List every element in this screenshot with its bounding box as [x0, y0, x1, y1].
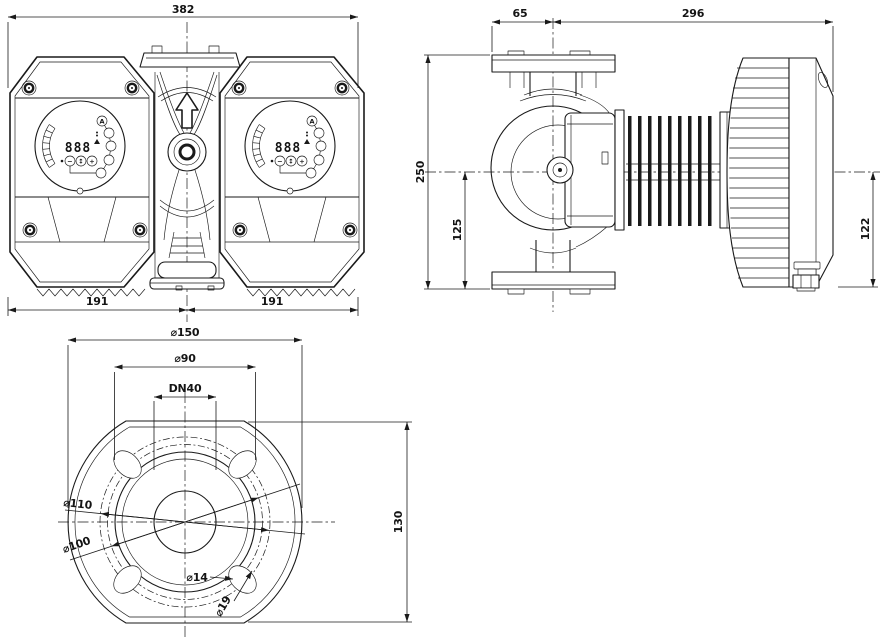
- dim-nominal-diameter: DN40: [153, 382, 217, 470]
- dim-flange-outer-diameter: ⌀150: [67, 326, 303, 508]
- flange-view: ⌀150 ⌀90 DN40 ⌀110 ⌀100 ⌀14: [58, 326, 412, 640]
- svg-text:122: 122: [859, 218, 872, 240]
- side-view: 65 296 250 125 122: [414, 7, 880, 312]
- pump-head-right: [218, 55, 366, 298]
- bolt-holes: [113, 450, 257, 594]
- svg-text:⌀14: ⌀14: [186, 571, 208, 584]
- dim-front-total-width: 382: [7, 3, 359, 88]
- pump-volute: [490, 72, 616, 272]
- discharge-flange-bottom: [491, 271, 616, 295]
- top-bracket: [139, 45, 241, 68]
- stator-housing: [546, 109, 625, 231]
- svg-text:DN40: DN40: [169, 382, 202, 395]
- front-view: 382 191 191: [7, 3, 366, 322]
- dim-side-box-height: 122: [838, 172, 878, 288]
- dim-side-total-height: 250: [414, 54, 490, 290]
- vent-plug: [167, 132, 207, 172]
- svg-text:130: 130: [392, 510, 405, 533]
- svg-text:191: 191: [261, 295, 283, 308]
- svg-text:125: 125: [451, 219, 464, 241]
- dim-side-axis-to-bottom: 125: [451, 172, 468, 289]
- center-housing: [149, 71, 225, 291]
- svg-text:⌀90: ⌀90: [174, 352, 196, 365]
- dim-front-head-widths: 191 191: [7, 295, 359, 316]
- svg-text:296: 296: [682, 7, 705, 20]
- dim-bolt-circle-110: ⌀110: [63, 496, 306, 535]
- svg-text:250: 250: [414, 160, 427, 183]
- svg-text:382: 382: [172, 3, 194, 16]
- dim-bolt-hole-width: ⌀14: [186, 571, 234, 584]
- control-box: [726, 57, 834, 292]
- motor-cooling-fins: [626, 111, 737, 229]
- svg-text:65: 65: [513, 7, 528, 20]
- dim-side-flange-to-axis: 65: [491, 7, 553, 52]
- svg-text:191: 191: [86, 295, 108, 308]
- cable-gland: [792, 261, 821, 292]
- pump-head-left: [8, 55, 156, 298]
- svg-text:⌀150: ⌀150: [171, 326, 200, 339]
- flow-direction-arrow: [175, 92, 199, 129]
- suction-flange-top: [491, 50, 616, 88]
- dim-side-length: 296: [553, 7, 834, 92]
- dim-raised-face-diameter: ⌀90: [114, 352, 256, 460]
- control-box-ribs: [729, 67, 789, 279]
- dim-flange-height: 130: [248, 421, 412, 623]
- svg-text:⌀110: ⌀110: [63, 496, 94, 512]
